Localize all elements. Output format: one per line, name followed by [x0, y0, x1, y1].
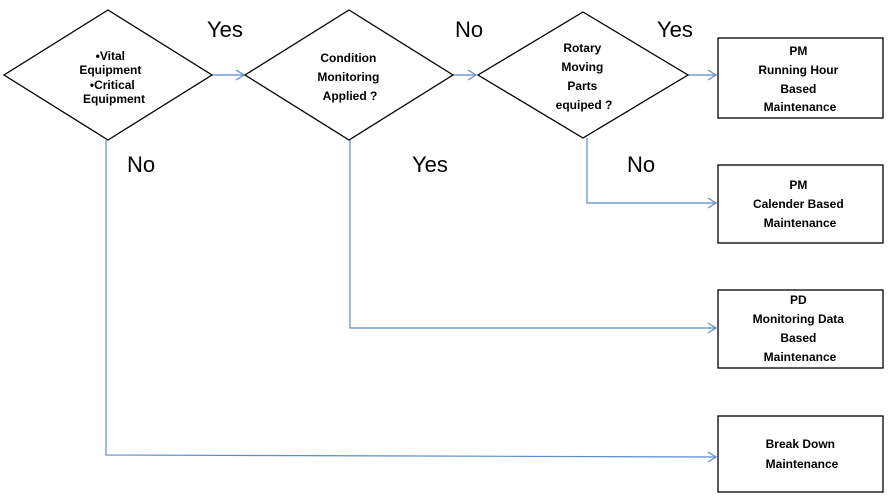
- decision-condition-line1: Condition: [320, 51, 376, 65]
- outcome-break-down-label: Break Down Maintenance: [766, 437, 839, 471]
- outcome-monitoring-data-label: PD Monitoring Data Based Maintenance: [753, 293, 848, 364]
- outcome-monitoring-data: PD Monitoring Data Based Maintenance: [717, 289, 884, 369]
- decision-condition-label: Condition Monitoring Applied ?: [317, 51, 382, 103]
- decision-equipment-label: •Vital Equipment •Critical Equipment: [79, 49, 145, 106]
- decision-condition-line2: Monitoring: [317, 70, 379, 84]
- outcome-running-hour-line2: Running Hour: [758, 63, 838, 77]
- outcome-monitoring-data-line1: PD: [790, 293, 807, 307]
- decision-condition-line3: Applied ?: [323, 89, 378, 103]
- outcome-break-down-line2: Maintenance: [766, 457, 839, 471]
- decision-equipment: •Vital Equipment •Critical Equipment: [2, 9, 214, 141]
- arrowhead-rotary: [467, 69, 478, 81]
- connector-equipment-to-break-down: [105, 140, 717, 458]
- edge-labels: Yes No Yes No Yes No: [127, 17, 693, 177]
- decision-rotary-line1: Rotary: [563, 41, 601, 55]
- decision-equipment-line4: Equipment: [83, 92, 145, 106]
- decision-equipment-line3: •Critical: [90, 78, 135, 92]
- outcome-break-down-box: [717, 415, 884, 493]
- outcome-break-down-line1: Break Down: [766, 437, 835, 451]
- outcome-calender: PM Calender Based Maintenance: [717, 164, 884, 244]
- outcome-monitoring-data-line4: Maintenance: [764, 350, 837, 364]
- outcome-running-hour-line4: Maintenance: [764, 100, 837, 114]
- outcome-running-hour-box: [717, 37, 884, 119]
- arrowhead-break-down: [707, 451, 718, 463]
- decision-rotary-line4: equiped ?: [556, 98, 613, 112]
- outcome-calender-box: [717, 164, 884, 244]
- outcome-calender-label: PM Calender Based Maintenance: [753, 178, 847, 230]
- outcome-monitoring-data-line2: Monitoring Data: [753, 312, 845, 326]
- arrowhead-monitoring-data: [707, 322, 718, 334]
- outcome-monitoring-data-line3: Based: [780, 331, 816, 345]
- arrowhead-running-hour: [707, 69, 718, 81]
- edge-label-rotary-yes: Yes: [657, 17, 693, 42]
- outcome-running-hour-line1: PM: [789, 44, 807, 58]
- decision-rotary-diamond: [476, 11, 690, 139]
- outcome-running-hour-label: PM Running Hour Based Maintenance: [758, 44, 841, 114]
- connector-condition-to-monitoring-data: [349, 140, 716, 329]
- outcome-calender-line3: Maintenance: [764, 216, 837, 230]
- connectors: [105, 69, 718, 463]
- outcome-break-down: Break Down Maintenance: [717, 415, 884, 493]
- outcome-monitoring-data-box: [717, 289, 884, 369]
- connector-rotary-to-calender: [586, 138, 716, 204]
- decision-rotary-parts: Rotary Moving Parts equiped ?: [476, 11, 690, 139]
- decision-rotary-line2: Moving: [561, 60, 603, 74]
- outcome-running-hour-line3: Based: [780, 82, 816, 96]
- decision-condition-monitoring: Condition Monitoring Applied ?: [243, 9, 455, 141]
- edge-label-condition-yes: Yes: [412, 152, 448, 177]
- edge-label-equipment-no: No: [127, 152, 155, 177]
- edge-label-condition-no: No: [455, 17, 483, 42]
- decision-rotary-label: Rotary Moving Parts equiped ?: [556, 41, 613, 112]
- decision-equipment-diamond: [2, 9, 214, 141]
- outcome-calender-line1: PM: [789, 178, 807, 192]
- outcome-calender-line2: Calender Based: [753, 197, 844, 211]
- arrowhead-calender: [707, 197, 718, 209]
- edge-label-rotary-no: No: [627, 152, 655, 177]
- decision-rotary-line3: Parts: [567, 79, 597, 93]
- decision-condition-diamond: [243, 9, 455, 141]
- decision-equipment-line2: Equipment: [79, 63, 141, 77]
- outcome-running-hour: PM Running Hour Based Maintenance: [717, 37, 884, 119]
- decision-equipment-line1: •Vital: [96, 49, 125, 63]
- edge-label-equipment-yes: Yes: [207, 17, 243, 42]
